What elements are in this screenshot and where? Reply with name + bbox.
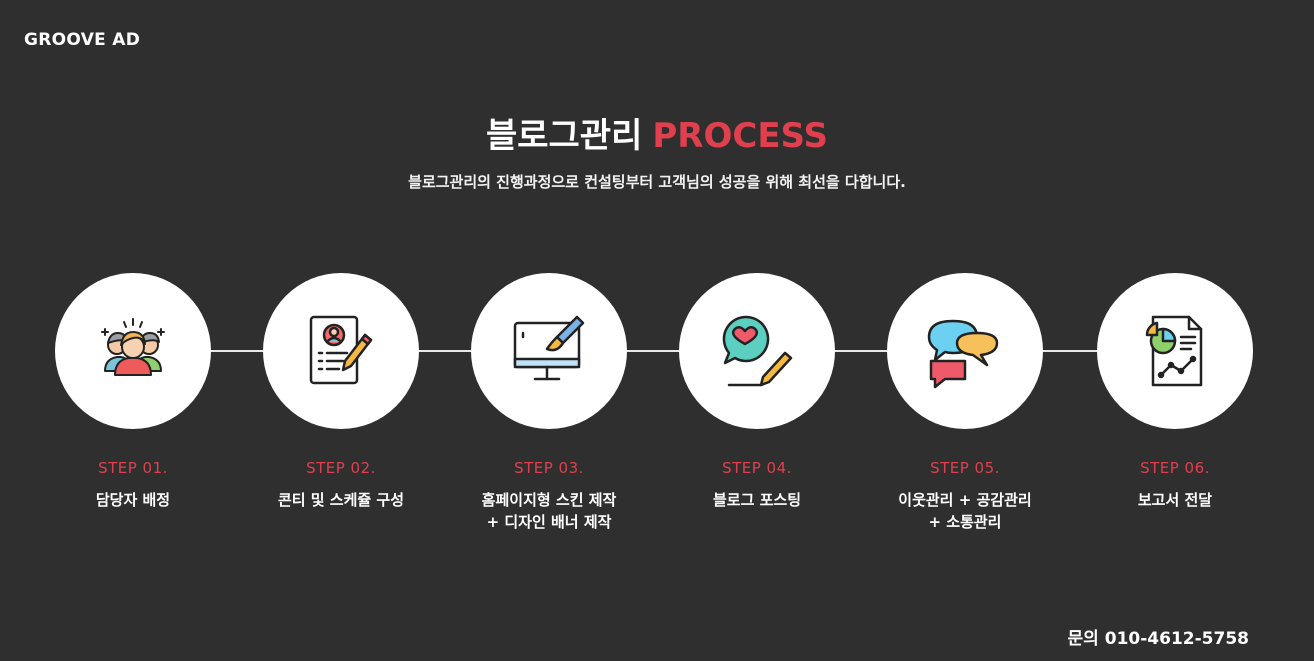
step-5-circle [887, 273, 1043, 429]
step-1: STEP 01. 담당자 배정 [28, 273, 238, 511]
step-4-number: STEP 04. [722, 459, 792, 477]
step-1-number: STEP 01. [98, 459, 168, 477]
step-6: STEP 06. 보고서 전달 [1070, 273, 1280, 511]
step-6-label: 보고서 전달 [1137, 491, 1213, 509]
contact-label: 문의 [1067, 629, 1099, 649]
step-4: STEP 04. 블로그 포스팅 [652, 273, 862, 511]
step-1-circle [55, 273, 211, 429]
contact-phone[interactable]: 010-4612-5758 [1104, 629, 1249, 649]
heart-chat-pencil-icon [722, 315, 793, 387]
step-2-label: 콘티 및 스케쥴 구성 [277, 491, 405, 509]
resume-pencil-icon [309, 315, 373, 385]
step-2-circle [263, 273, 419, 429]
step-3-circle [471, 273, 627, 429]
timeline-line [133, 350, 1175, 352]
step-6-circle [1097, 273, 1253, 429]
title-accent: PROCESS [652, 116, 829, 156]
title-main: 블로그관리 [485, 116, 643, 156]
step-4-label: 블로그 포스팅 [712, 491, 802, 509]
step-2: STEP 02. 콘티 및 스케쥴 구성 [236, 273, 446, 511]
team-icon [101, 318, 165, 376]
step-5: STEP 05. 이웃관리 + 공감관리 + 소통관리 [860, 273, 1070, 533]
step-1-label: 담당자 배정 [95, 491, 171, 509]
step-3-number: STEP 03. [514, 459, 584, 477]
step-6-number: STEP 06. [1140, 459, 1210, 477]
page-subtitle: 블로그관리의 진행과정으로 컨설팅부터 고객님의 성공을 위해 최선을 다합니다… [408, 173, 906, 191]
step-3: STEP 03. 홈페이지형 스킨 제작 + 디자인 배너 제작 [444, 273, 654, 533]
step-4-circle [679, 273, 835, 429]
monitor-design-icon [513, 315, 585, 381]
step-5-number: STEP 05. [930, 459, 1000, 477]
chat-bubbles-icon [927, 319, 999, 389]
report-chart-icon [1145, 315, 1203, 387]
step-2-number: STEP 02. [306, 459, 376, 477]
brand-logo[interactable]: GROOVE AD [24, 30, 141, 50]
step-5-label: 이웃관리 + 공감관리 + 소통관리 [898, 491, 1032, 531]
step-3-label: 홈페이지형 스킨 제작 + 디자인 배너 제작 [481, 491, 617, 531]
